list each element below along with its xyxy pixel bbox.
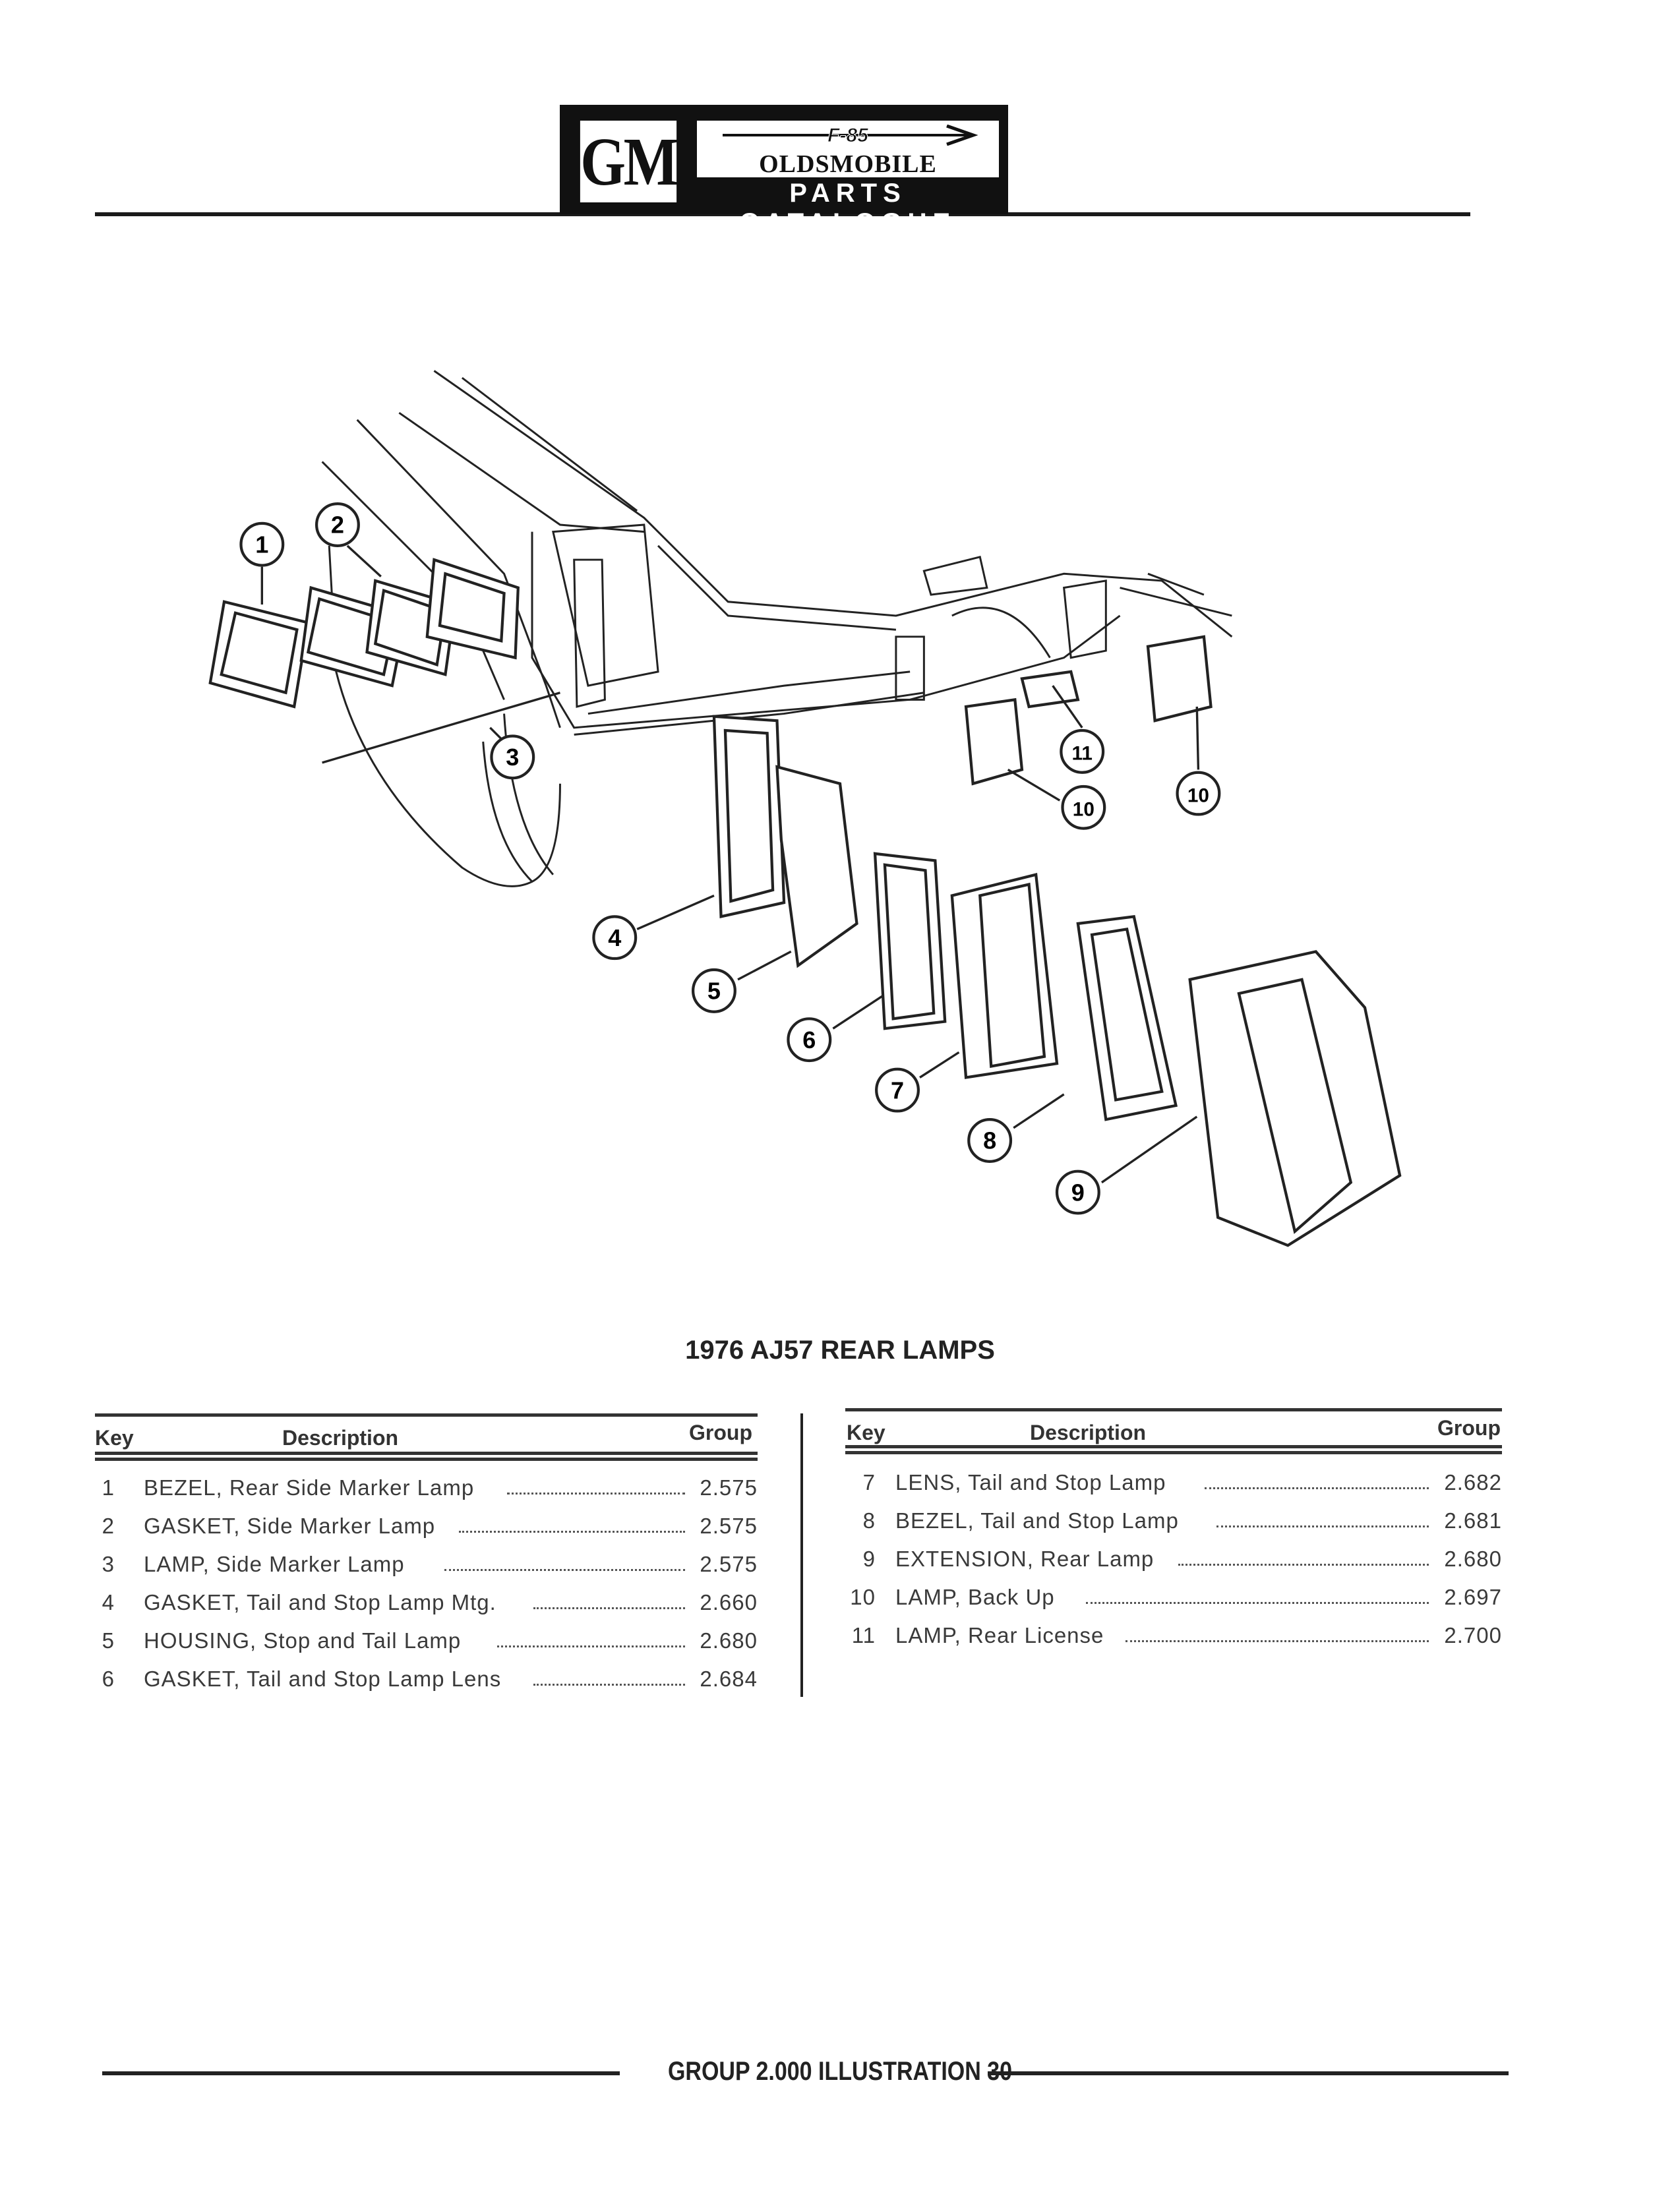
callout-7: 7 xyxy=(875,1067,920,1113)
row-group: 2.697 xyxy=(1444,1585,1502,1609)
leader-lines xyxy=(260,545,1200,1184)
body-structure-drawing xyxy=(321,370,1233,887)
table-row: 4 GASKET, Tail and Stop Lamp Mtg. 2.660 xyxy=(95,1590,758,1622)
parts-catalogue-label: PARTS CATALOGUE xyxy=(739,179,957,237)
callout-6: 6 xyxy=(787,1017,832,1063)
callout-11: 11 xyxy=(1060,728,1105,774)
header-rule xyxy=(95,212,1470,216)
table-row: 11 LAMP, Rear License 2.700 xyxy=(845,1623,1502,1655)
table-row: 10 LAMP, Back Up 2.697 xyxy=(845,1585,1502,1616)
header-group: Group xyxy=(689,1421,752,1444)
row-description: GASKET, Tail and Stop Lamp Lens xyxy=(144,1667,502,1691)
f85-arrow-icon: F-85 xyxy=(723,125,978,147)
callout-label: 11 xyxy=(1072,743,1093,765)
row-group: 2.684 xyxy=(700,1667,758,1691)
table-row: 1 BEZEL, Rear Side Marker Lamp 2.575 xyxy=(95,1475,758,1507)
callout-label: 3 xyxy=(506,744,519,771)
callout-3: 3 xyxy=(490,734,535,780)
callout-label: 6 xyxy=(802,1026,816,1053)
row-key: 7 xyxy=(862,1470,876,1495)
row-group: 2.575 xyxy=(700,1514,758,1538)
callout-markers: 1 2 3 4 5 6 7 8 9 10 10 11 xyxy=(239,502,1221,1215)
row-description: BEZEL, Tail and Stop Lamp xyxy=(895,1508,1179,1533)
callout-label: 2 xyxy=(331,512,344,539)
footer-rule-left xyxy=(102,2071,620,2075)
callout-label: 10 xyxy=(1187,784,1209,806)
row-description: LAMP, Side Marker Lamp xyxy=(144,1552,405,1576)
gm-oldsmobile-logo: GM F-85 OLDSMOBILE PARTS CATALOGUE xyxy=(560,105,1008,237)
row-description: GASKET, Tail and Stop Lamp Mtg. xyxy=(144,1590,496,1614)
row-key: 8 xyxy=(862,1508,876,1533)
footer-rule-right xyxy=(988,2071,1509,2075)
row-group: 2.575 xyxy=(700,1475,758,1500)
table-row: 6 GASKET, Tail and Stop Lamp Lens 2.684 xyxy=(95,1667,758,1698)
column-divider xyxy=(800,1413,803,1697)
callout-label: 7 xyxy=(891,1077,904,1104)
table-row: 5 HOUSING, Stop and Tail Lamp 2.680 xyxy=(95,1628,758,1660)
row-description: BEZEL, Rear Side Marker Lamp xyxy=(144,1475,475,1500)
table-row: 7 LENS, Tail and Stop Lamp 2.682 xyxy=(845,1470,1502,1502)
oldsmobile-box: F-85 OLDSMOBILE xyxy=(697,121,999,177)
table-header-rule xyxy=(845,1451,1502,1454)
header-key: Key xyxy=(847,1421,885,1444)
row-key: 2 xyxy=(102,1514,115,1538)
row-group: 2.660 xyxy=(700,1590,758,1614)
table-header-rule xyxy=(95,1458,758,1461)
table-row: 3 LAMP, Side Marker Lamp 2.575 xyxy=(95,1552,758,1583)
callout-5: 5 xyxy=(691,968,736,1013)
callout-label: 1 xyxy=(255,531,268,558)
row-group: 2.680 xyxy=(700,1628,758,1653)
header-group: Group xyxy=(1437,1416,1501,1440)
row-key: 9 xyxy=(862,1547,876,1571)
header-description: Description xyxy=(1030,1421,1147,1444)
footer-label: GROUP 2.000 ILLUSTRATION 30 xyxy=(667,2057,1013,2086)
row-description: LAMP, Back Up xyxy=(895,1585,1055,1609)
callout-label: 9 xyxy=(1071,1179,1085,1206)
brand-name: OLDSMOBILE xyxy=(759,150,937,178)
table-row: 8 BEZEL, Tail and Stop Lamp 2.681 xyxy=(845,1508,1502,1540)
illustration-title: 1976 AJ57 REAR LAMPS xyxy=(685,1336,995,1365)
table-top-rule xyxy=(845,1408,1502,1411)
row-key: 6 xyxy=(102,1667,115,1691)
row-description: EXTENSION, Rear Lamp xyxy=(895,1547,1155,1571)
row-key: 4 xyxy=(102,1590,115,1614)
row-group: 2.575 xyxy=(700,1552,758,1576)
callout-9: 9 xyxy=(1055,1169,1100,1215)
callout-10b: 10 xyxy=(1176,771,1221,816)
callout-label: 10 xyxy=(1073,799,1095,821)
row-key: 3 xyxy=(102,1552,115,1576)
callout-2: 2 xyxy=(315,502,360,547)
row-description: LAMP, Rear License xyxy=(895,1623,1104,1647)
callout-1: 1 xyxy=(239,521,285,567)
f85-logo-text: F-85 xyxy=(697,125,999,151)
row-description: HOUSING, Stop and Tail Lamp xyxy=(144,1628,462,1653)
table-row: 2 GASKET, Side Marker Lamp 2.575 xyxy=(95,1514,758,1545)
row-key: 1 xyxy=(102,1475,115,1500)
gm-logo-text: GM xyxy=(580,121,678,202)
callout-4: 4 xyxy=(592,915,638,961)
table-top-rule xyxy=(95,1413,758,1417)
table-header-rule xyxy=(95,1452,758,1455)
row-description: LENS, Tail and Stop Lamp xyxy=(895,1470,1166,1495)
row-group: 2.682 xyxy=(1444,1470,1502,1495)
table-header-rule xyxy=(845,1445,1502,1448)
callout-label: 4 xyxy=(608,924,621,951)
f85-label: F-85 xyxy=(827,125,869,146)
table-row: 9 EXTENSION, Rear Lamp 2.680 xyxy=(845,1547,1502,1578)
row-group: 2.681 xyxy=(1444,1508,1502,1533)
parts-drawing xyxy=(208,558,1402,1247)
row-key: 11 xyxy=(851,1623,876,1647)
callout-label: 8 xyxy=(983,1127,996,1154)
callout-8: 8 xyxy=(967,1118,1013,1163)
row-group: 2.680 xyxy=(1444,1547,1502,1571)
row-key: 5 xyxy=(102,1628,115,1653)
row-key: 10 xyxy=(850,1585,876,1609)
row-description: GASKET, Side Marker Lamp xyxy=(144,1514,436,1538)
row-group: 2.700 xyxy=(1444,1623,1502,1647)
header-key: Key xyxy=(95,1426,134,1450)
header-description: Description xyxy=(282,1426,399,1450)
callout-10a: 10 xyxy=(1061,784,1106,830)
callout-label: 5 xyxy=(707,978,721,1005)
